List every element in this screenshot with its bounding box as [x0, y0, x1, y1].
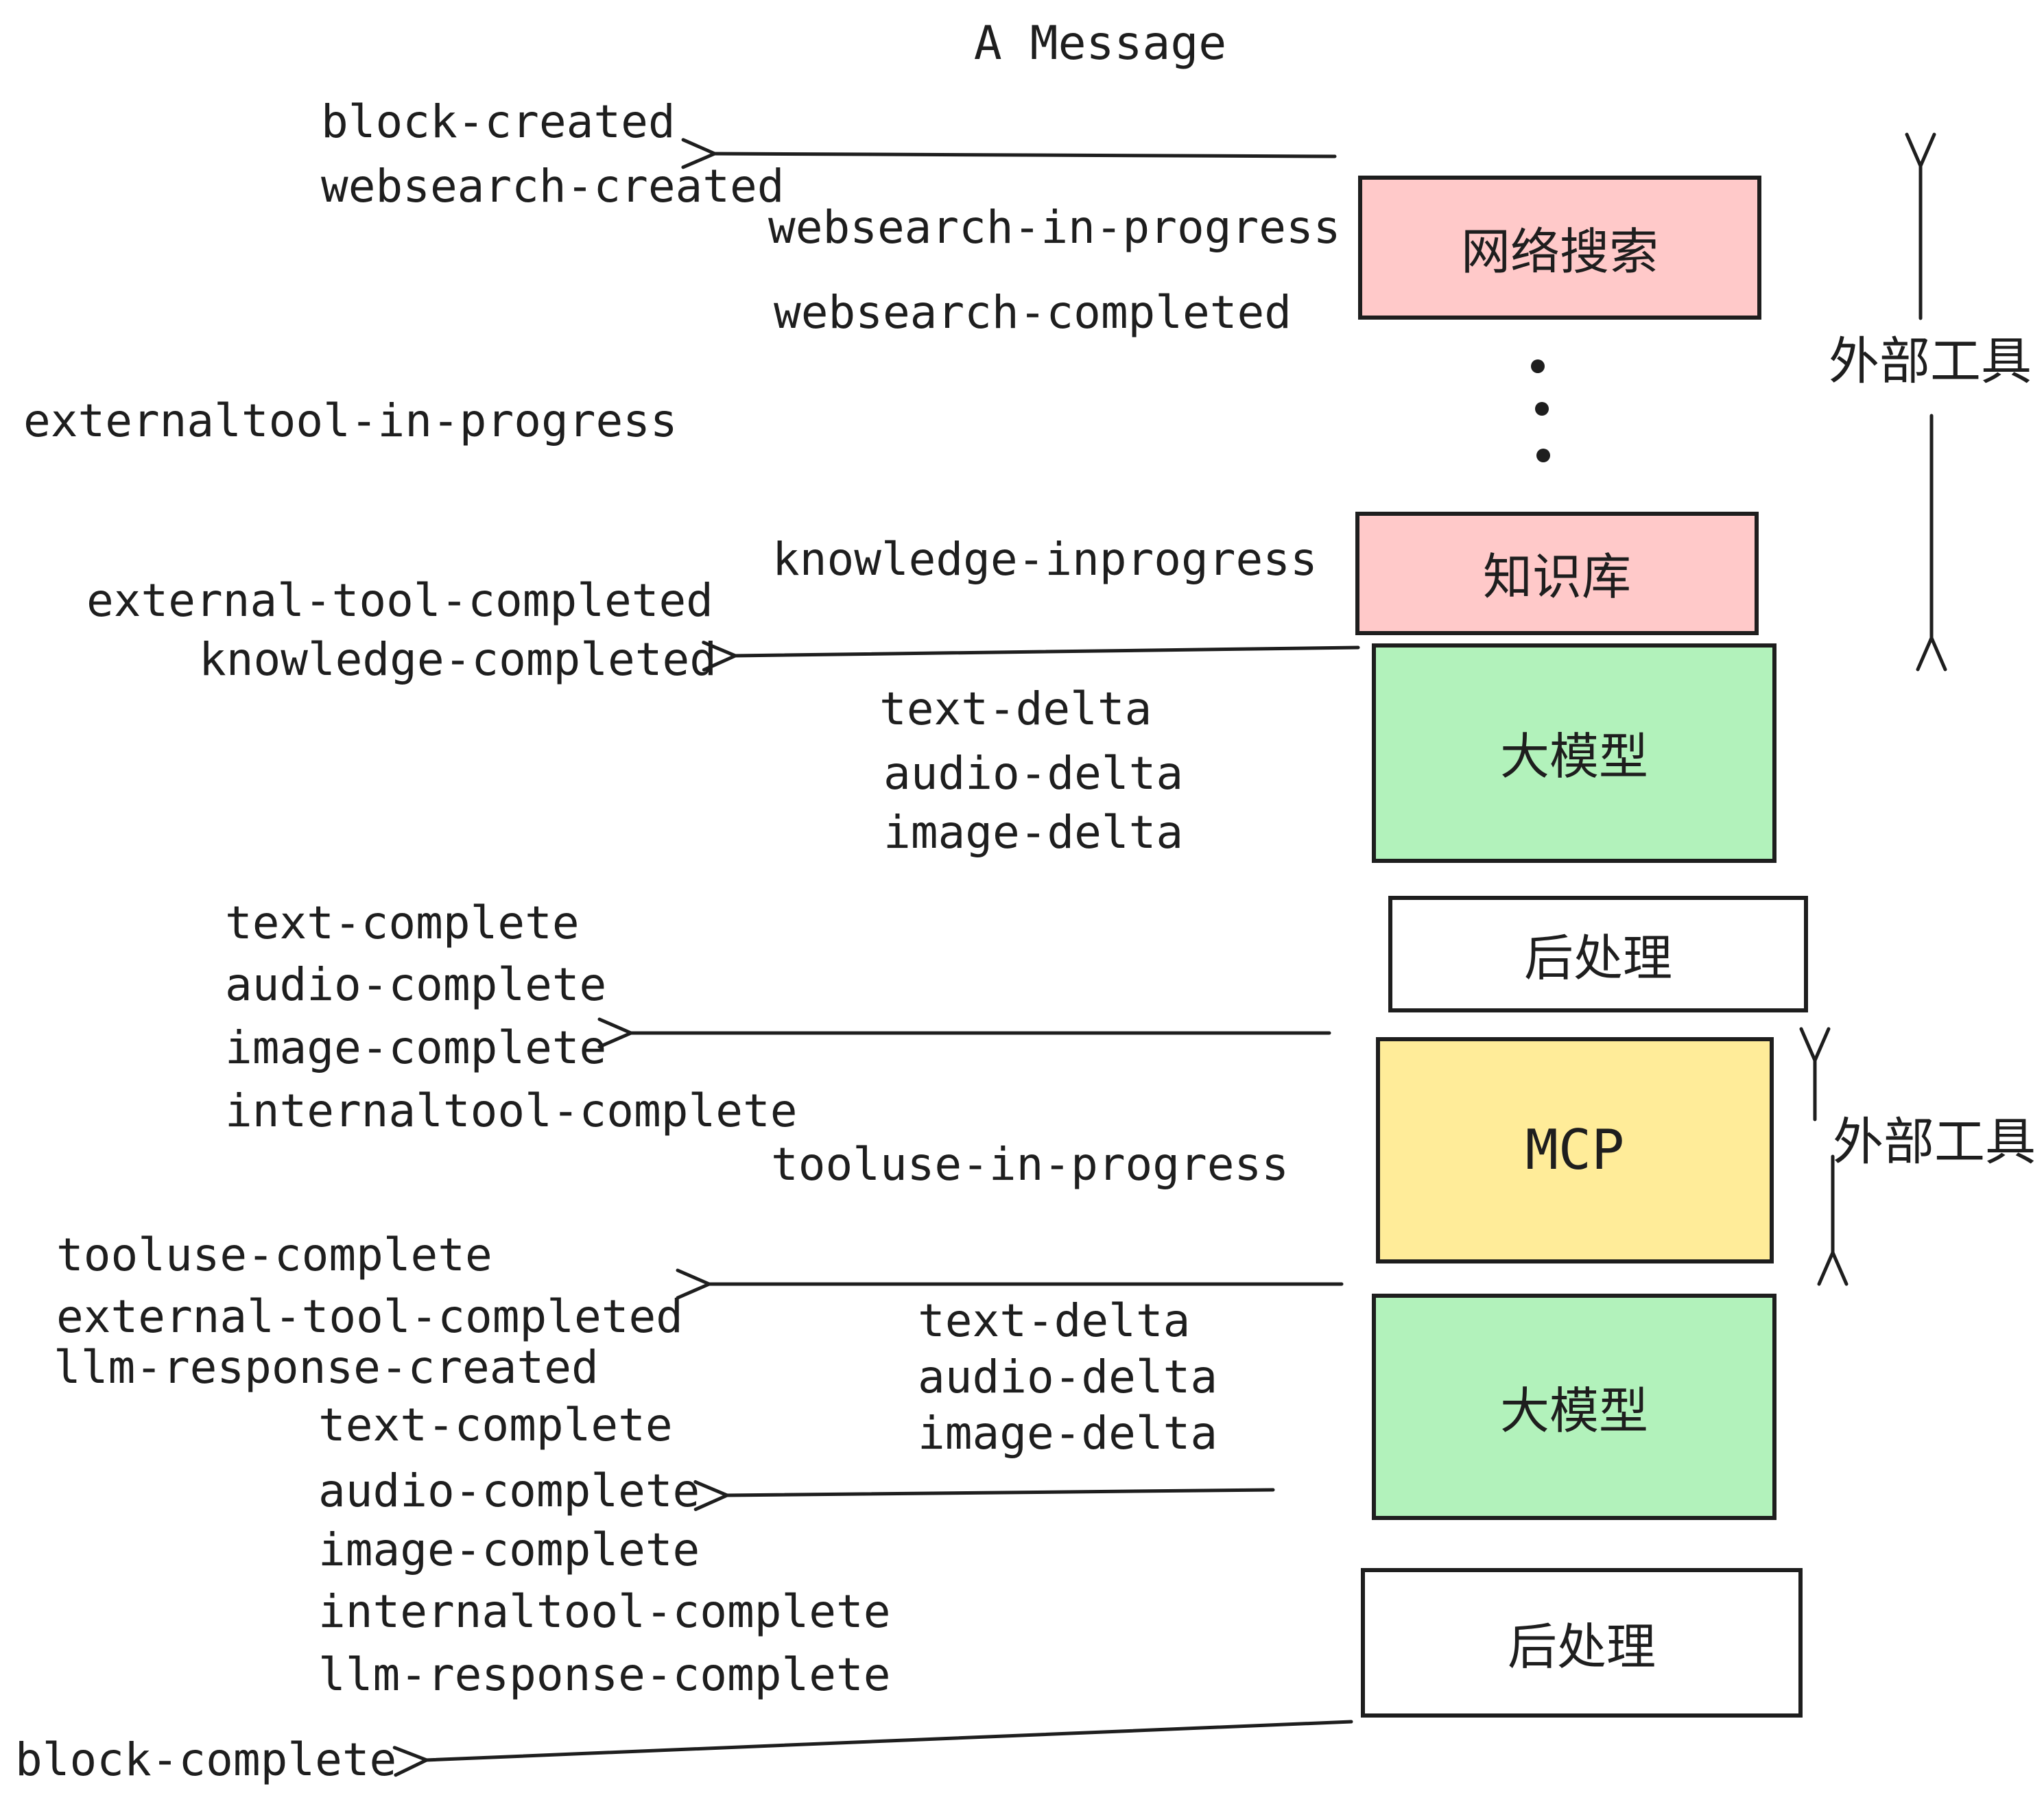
box-knowledge: 知识库	[1355, 512, 1759, 635]
event-label-text-complete: text-complete	[225, 896, 580, 949]
arrow-to-block-complete	[392, 1720, 1353, 1777]
box-post-1: 后处理	[1388, 896, 1808, 1012]
box-llm-2: 大模型	[1372, 1294, 1776, 1520]
event-label-image-complete: image-complete	[318, 1523, 700, 1576]
event-label-internaltool-complete: internaltool-complete	[225, 1084, 798, 1137]
box-label-llm-2: 大模型	[1499, 1384, 1648, 1440]
event-label-websearch-created: websearch-created	[321, 159, 785, 213]
event-label-externaltool-in-progress: externaltool-in-progress	[23, 394, 678, 447]
event-label-audio-complete: audio-complete	[318, 1464, 700, 1517]
arrow-to-knowledge-completed	[702, 641, 1360, 672]
box-label-llm-1: 大模型	[1499, 730, 1648, 786]
arrow-to-audio-complete	[693, 1480, 1275, 1511]
ellipsis-dot-0	[1531, 359, 1545, 373]
event-label-internaltool-complete: internaltool-complete	[318, 1585, 891, 1638]
arrow-to-block-created	[681, 138, 1337, 169]
box-llm-1: 大模型	[1372, 643, 1776, 863]
event-label-text-delta: text-delta	[879, 682, 1152, 735]
event-label-text-complete: text-complete	[318, 1398, 673, 1451]
event-label-tooluse-complete: tooluse-complete	[56, 1228, 492, 1281]
box-label-mcp: MCP	[1525, 1119, 1625, 1182]
event-label-external-tool-completed: external-tool-completed	[86, 573, 713, 627]
box-mcp: MCP	[1376, 1037, 1774, 1263]
event-label-audio-complete: audio-complete	[225, 958, 607, 1011]
event-label-llm-response-created: llm-response-created	[54, 1340, 599, 1394]
event-label-image-complete: image-complete	[225, 1021, 607, 1074]
box-post-2: 后处理	[1361, 1568, 1803, 1718]
event-label-text-delta: text-delta	[918, 1294, 1191, 1347]
event-label-websearch-completed: websearch-completed	[774, 285, 1292, 339]
event-label-websearch-in-progress: websearch-in-progress	[768, 200, 1341, 254]
box-label-knowledge: 知识库	[1482, 550, 1631, 606]
event-label-llm-response-complete: llm-response-complete	[318, 1648, 891, 1701]
page-title: A Message	[973, 16, 1227, 71]
event-label-tooluse-in-progress: tooluse-in-progress	[771, 1137, 1289, 1191]
event-label-audio-delta: audio-delta	[918, 1350, 1218, 1403]
ellipsis-dot-2	[1536, 449, 1550, 462]
box-label-post-1: 后处理	[1523, 931, 1672, 987]
box-label-websearch: 网络搜索	[1460, 224, 1659, 281]
label-external-tools-top: 外部工具	[1829, 332, 2032, 391]
event-label-knowledge-completed: knowledge-completed	[199, 632, 717, 686]
label-external-tools-mcp: 外部工具	[1833, 1113, 2036, 1172]
event-label-block-complete: block-complete	[15, 1733, 397, 1786]
event-label-audio-delta: audio-delta	[883, 746, 1184, 800]
event-label-image-delta: image-delta	[918, 1406, 1218, 1460]
ellipsis-dot-1	[1535, 402, 1549, 416]
event-label-image-delta: image-delta	[883, 805, 1184, 859]
box-websearch: 网络搜索	[1358, 176, 1761, 320]
event-label-block-created: block-created	[321, 95, 676, 148]
box-label-post-2: 后处理	[1507, 1619, 1656, 1676]
event-label-external-tool-completed: external-tool-completed	[56, 1290, 683, 1343]
event-label-knowledge-inprogress: knowledge-inprogress	[772, 532, 1318, 586]
